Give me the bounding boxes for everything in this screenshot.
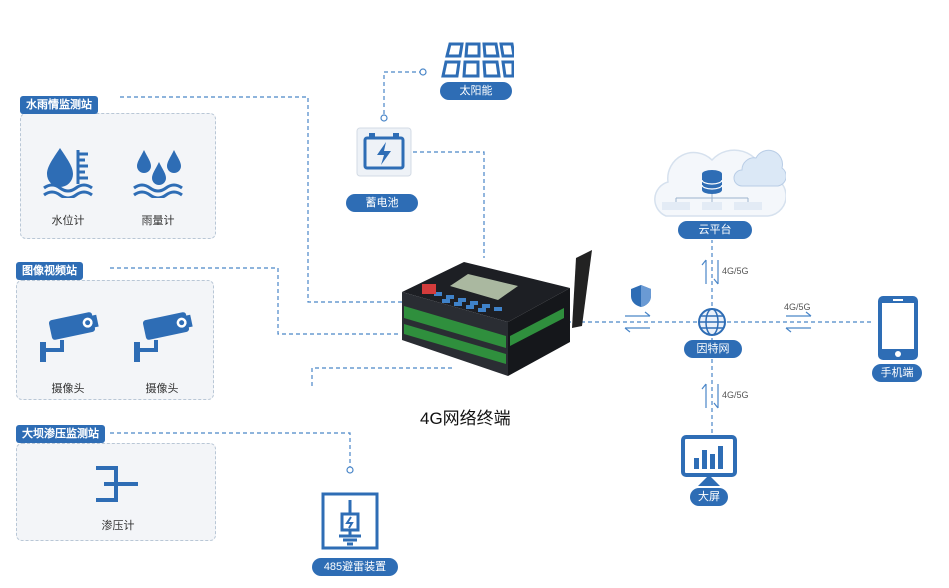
water-level-label: 水位计 xyxy=(51,215,85,227)
big-screen-icon xyxy=(680,434,738,493)
solar-label: 太阳能 xyxy=(440,82,512,100)
terminal-device xyxy=(394,244,608,397)
internet-label: 因特网 xyxy=(684,340,742,358)
link-right-label: 4G/5G xyxy=(784,302,811,312)
internet-globe-icon xyxy=(697,307,727,342)
terminal-caption: 4G网络终端 xyxy=(420,409,511,428)
battery-label: 蓄电池 xyxy=(346,194,418,212)
water-station-title: 水雨情监测站 xyxy=(20,96,98,114)
cloud-platform-icon xyxy=(646,136,787,225)
big-screen-label: 大屏 xyxy=(690,488,728,506)
video-station-panel xyxy=(16,280,214,400)
camera-label: 摄像头 xyxy=(145,383,179,395)
osmometer-label: 渗压计 xyxy=(101,520,135,532)
solar-panel-icon xyxy=(440,40,516,85)
link-down-label: 4G/5G xyxy=(722,390,749,400)
rain-gauge-label: 雨量计 xyxy=(141,215,175,227)
water-level-icon xyxy=(42,146,98,203)
battery-icon xyxy=(355,126,413,183)
video-station-title: 图像视频站 xyxy=(16,262,83,280)
camera-icon xyxy=(38,310,100,369)
camera-icon xyxy=(132,310,194,369)
dam-station-panel xyxy=(16,443,216,541)
lightning-protector-label: 485避雷装置 xyxy=(312,558,398,576)
cloud-platform-label: 云平台 xyxy=(678,221,752,239)
lightning-protector-icon xyxy=(321,492,379,555)
rain-gauge-icon xyxy=(130,146,188,203)
link-up-label: 4G/5G xyxy=(722,266,749,276)
security-shield-icon xyxy=(630,284,652,313)
dam-station-title: 大坝渗压监测站 xyxy=(16,425,105,443)
osmometer-icon xyxy=(92,464,142,509)
mobile-label: 手机端 xyxy=(872,364,922,382)
mobile-phone-icon xyxy=(876,294,920,367)
camera-label: 摄像头 xyxy=(51,383,85,395)
